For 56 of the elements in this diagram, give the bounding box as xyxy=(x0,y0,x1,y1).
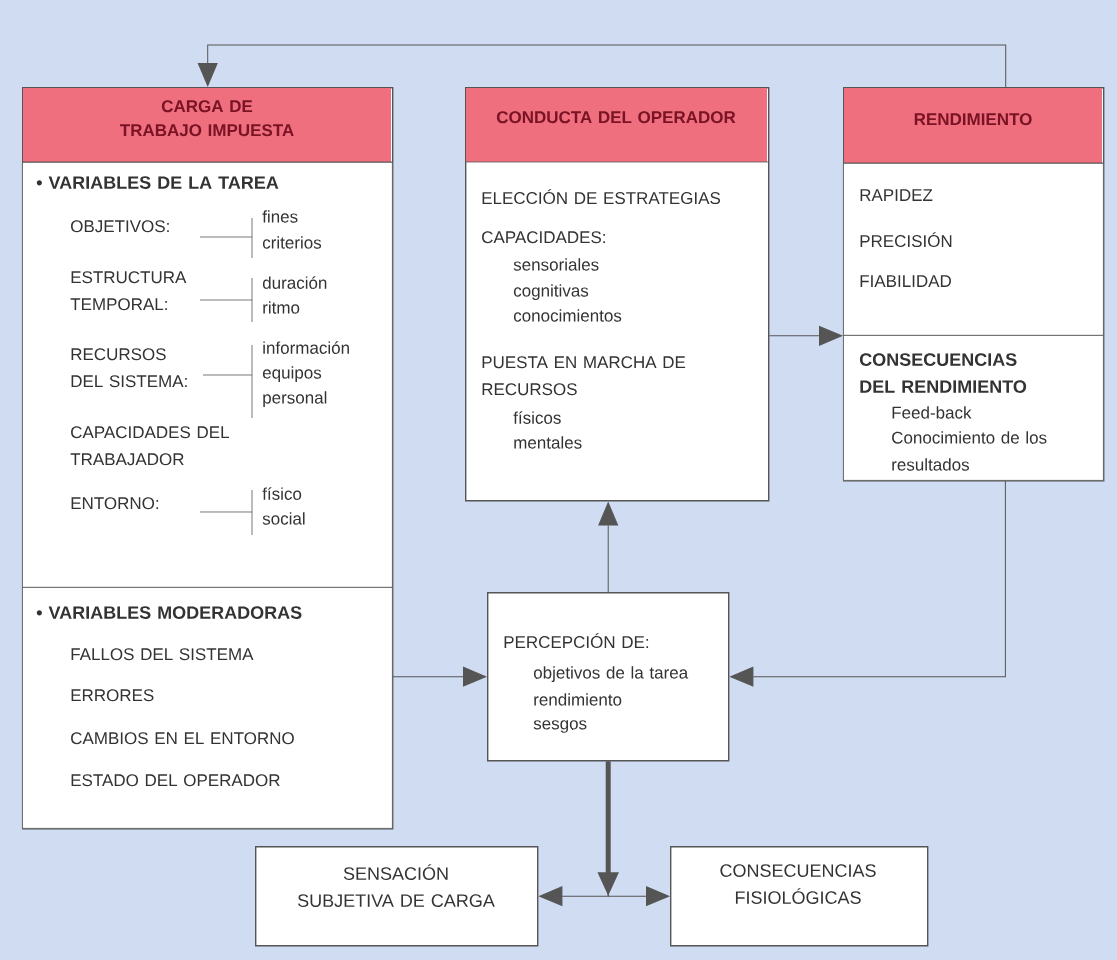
section-box xyxy=(22,587,393,829)
item-text: RAPIDEZ xyxy=(860,189,933,201)
heading: CONDUCTA DEL OPERADOR xyxy=(496,111,736,124)
item-text: CAPACIDADES: xyxy=(482,231,605,244)
item-text: rendimiento xyxy=(534,693,622,706)
item-text: información xyxy=(263,341,349,354)
arrow xyxy=(197,44,1007,88)
item-text: equipos xyxy=(262,366,322,383)
item-text: mentales xyxy=(514,436,582,449)
item-text: RECURSOS DEL SISTEMA: xyxy=(71,348,187,388)
branching-arrow xyxy=(539,760,670,907)
heading: CARGA DE TRABAJO IMPUESTA xyxy=(120,100,294,137)
item-text: sesgos xyxy=(533,720,587,733)
arrow xyxy=(768,325,843,346)
item-text: ELECCIÓN DE ESTRATEGIAS xyxy=(482,189,721,205)
box-text: CONSECUENCIAS FISIOLÓGICAS xyxy=(720,864,876,904)
item-text: ESTADO DEL OPERADOR xyxy=(71,774,280,787)
section-box xyxy=(843,163,1104,336)
arrow xyxy=(730,480,1006,687)
item-text: ritmo xyxy=(263,301,300,314)
arrow xyxy=(598,502,619,593)
item-text: PRECISIÓN xyxy=(860,232,952,248)
text-box xyxy=(670,846,929,947)
item-text: CAMBIOS EN EL ENTORNO xyxy=(71,732,294,745)
item-text: Feed-back xyxy=(892,406,972,419)
item-text: FIABILIDAD xyxy=(860,275,951,287)
text-box xyxy=(487,592,730,762)
item-text: duración xyxy=(262,276,327,289)
item-text: CAPACIDADES DEL TRABAJADOR xyxy=(70,426,229,466)
item-text: cognitivas xyxy=(513,284,589,301)
section-box xyxy=(22,162,393,588)
section-heading: • VARIABLES DE LA TAREA xyxy=(36,176,279,189)
header-box xyxy=(464,87,770,502)
item-text: físico xyxy=(262,487,302,500)
item-text: criterios xyxy=(262,236,322,249)
item-text: ENTORNO: xyxy=(71,497,159,510)
item-text: PERCEPCIÓN DE: xyxy=(504,633,649,649)
item-text: ESTRUCTURA TEMPORAL: xyxy=(70,271,187,311)
item-text: conocimientos xyxy=(513,309,622,322)
item-text: Conocimiento de los resultados xyxy=(892,431,1047,471)
text-box xyxy=(255,846,539,947)
item-text: fines xyxy=(262,210,298,223)
item-text: OBJETIVOS: xyxy=(71,220,169,233)
item-text: físicos xyxy=(513,411,561,424)
item-text: ERRORES xyxy=(71,689,154,702)
box-text: SENSACIÓN SUBJETIVA DE CARGA xyxy=(297,864,495,907)
arrow xyxy=(392,666,487,687)
item-text: objetivos de la tarea xyxy=(533,666,689,683)
item-text: personal xyxy=(263,391,327,408)
item-text: social xyxy=(262,512,305,525)
section-heading: CONSECUENCIAS DEL RENDIMIENTO xyxy=(859,353,1027,393)
section-heading: • VARIABLES MODERADORAS xyxy=(36,606,302,619)
item-text: sensoriales xyxy=(513,258,599,271)
item-text: FALLOS DEL SISTEMA xyxy=(71,648,254,661)
section-box xyxy=(843,335,1104,481)
heading: RENDIMIENTO xyxy=(914,113,1032,126)
